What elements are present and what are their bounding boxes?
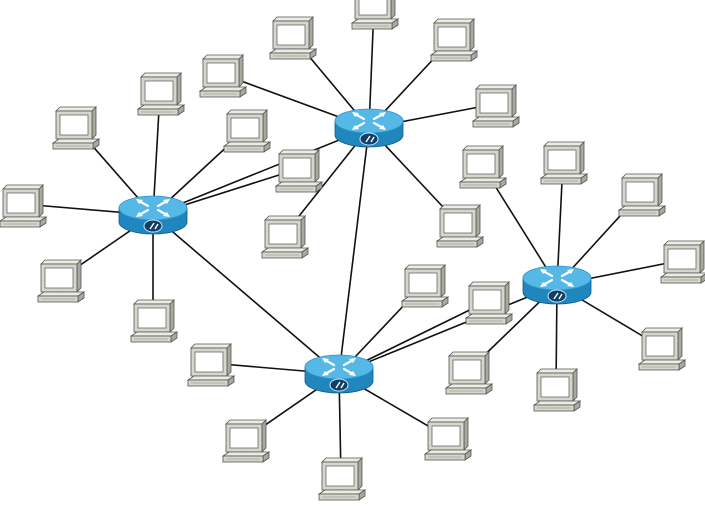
workstation-icon [436,204,484,248]
workstation-icon [638,327,686,371]
workstation-icon [130,299,178,343]
workstation-icon [223,109,271,153]
workstation-icon [430,18,478,62]
router-icon [333,107,405,149]
nodes-layer [0,0,705,501]
workstation-icon [540,141,588,185]
workstation-icon [618,173,666,217]
workstation-icon [269,16,317,60]
workstation-icon [199,54,247,98]
workstation-icon [660,240,705,284]
workstation-icon [318,457,366,501]
trunk-link-r-top-r-bottom [338,127,370,375]
workstation-icon [0,184,47,228]
workstation-icon [472,84,520,128]
trunk-link-r-bottom-r-right [338,284,558,375]
workstation-icon [261,215,309,259]
trunk-link-r-left-r-bottom [152,214,340,375]
workstation-icon [401,264,449,308]
workstation-icon [137,72,185,116]
router-icon [521,264,593,306]
workstation-icon [275,149,323,193]
workstation-icon [445,351,493,395]
workstation-icon [533,368,581,412]
workstation-icon [459,145,507,189]
workstation-icon [351,0,399,30]
workstation-icon [52,106,100,150]
workstation-icon [424,417,472,461]
trunk-link-r-left-r-top [152,127,370,216]
router-icon [303,353,375,395]
workstation-icon [37,259,85,303]
workstation-icon [222,419,270,463]
router-icon [117,194,189,236]
links-layer [21,5,684,478]
workstation-icon [187,343,235,387]
workstation-icon [465,281,513,325]
